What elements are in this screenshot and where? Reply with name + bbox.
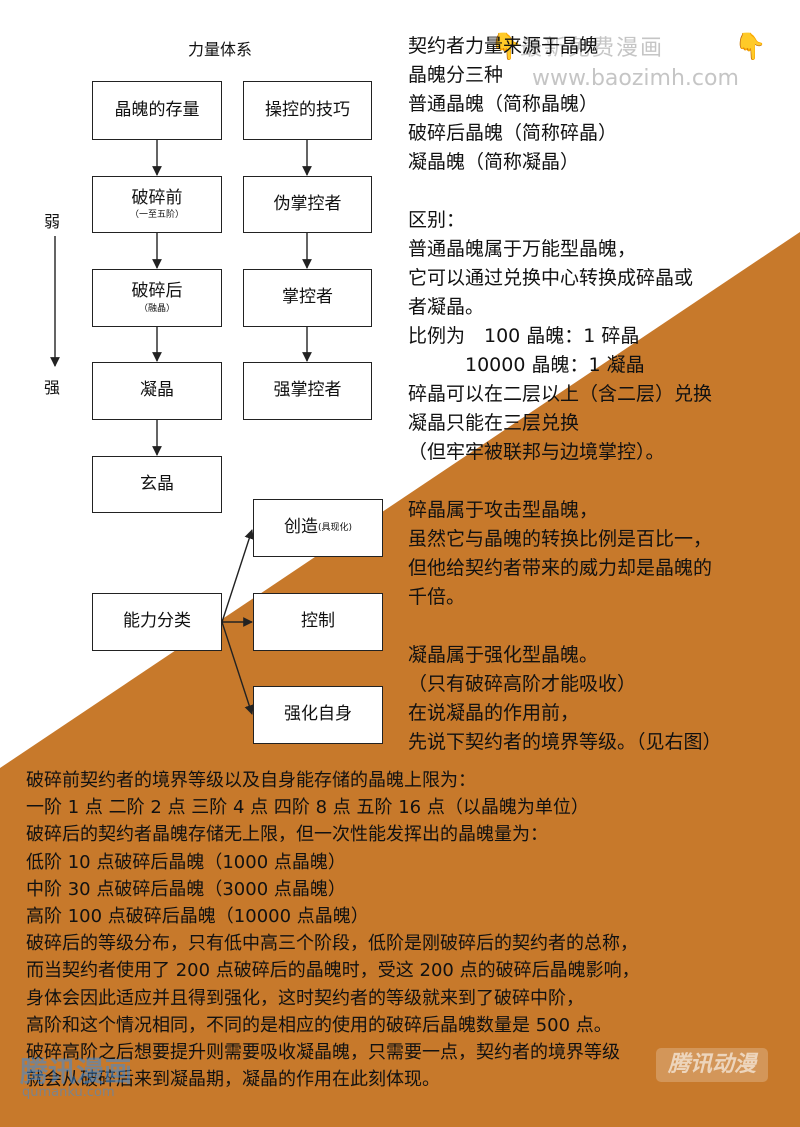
box-ability-classification: 能力分类: [92, 593, 222, 651]
watermark-url: qumanku.com: [22, 1085, 115, 1100]
text-line: 普通晶魄属于万能型晶魄，: [408, 238, 637, 260]
diagram-title: 力量体系: [188, 40, 253, 59]
text-line: 区别：: [408, 209, 466, 231]
box-label: 强化自身: [284, 704, 352, 725]
text-line: 破碎后的等级分布，只有低中高三个阶段，低阶是刚破碎后的契约者的总称，: [26, 933, 638, 955]
box-label: 能力分类: [123, 611, 191, 632]
box-label: 掌控者: [282, 287, 333, 308]
text-line: 破碎后的契约者晶魄存储无上限，但一次性能发挥出的晶魄量为：: [26, 824, 548, 846]
box-ability-control: 控制: [253, 593, 383, 651]
text-line: 在说凝晶的作用前，: [408, 702, 580, 724]
text-line: 而当契约者使用了 200 点破碎后的晶魄时，受这 200 点的破碎后晶魄影响，: [26, 960, 640, 982]
box-sub-label: （融晶）: [138, 303, 175, 314]
weak-label: 弱: [44, 212, 61, 231]
text-line: 凝晶只能在三层兑换: [408, 412, 580, 434]
watermark-logo: 腾讯动漫: [656, 1048, 768, 1082]
text-line: 就会从破碎后来到凝晶期，凝晶的作用在此刻体现。: [26, 1069, 440, 1091]
text-line: 先说下契约者的境界等级。（见右图）: [408, 731, 722, 753]
box-label: 伪掌控者: [273, 193, 342, 214]
text-line: 但他给契约者带来的威力却是晶魄的: [408, 557, 713, 579]
text-line: （只有破碎高阶才能吸收）: [408, 673, 637, 695]
box-sub-label: (具现化): [317, 522, 353, 533]
watermark-logo: 腾讯漫画: [20, 1055, 133, 1088]
text-line: 虽然它与晶魄的转换比例是百比一，: [408, 528, 713, 550]
text-line: 高阶 100 点破碎后晶魄（10000 点晶魄）: [26, 905, 369, 927]
text-line: 身体会因此适应并且得到强化，这时契约者的等级就来到了破碎中阶，: [26, 987, 584, 1009]
box-label: 强掌控者: [273, 380, 342, 401]
text-line: 碎晶属于攻击型晶魄，: [408, 499, 599, 521]
text-line: 一阶 1 点 二阶 2 点 三阶 4 点 四阶 8 点 五阶 16 点（以晶魄为…: [26, 797, 589, 819]
box-controller: 掌控者: [243, 269, 372, 327]
strong-label: 强: [44, 378, 61, 397]
box-sub-label: （一至五阶）: [129, 210, 184, 221]
box-pseudo-controller: 伪掌控者: [243, 176, 372, 233]
box-label: 创造: [283, 517, 318, 538]
right-text-block: 契约者力量来源于晶魄晶魄分三种普通晶魄（简称晶魄） 破碎后晶魄（简称碎晶） 凝晶魄（…: [408, 32, 722, 757]
pointing-hand-icon: 👇: [490, 32, 523, 62]
box-strong-controller: 强掌控者: [243, 362, 372, 420]
pointing-hand-icon: 👇: [734, 32, 767, 62]
box-label: 破碎前: [131, 187, 183, 208]
text-line: [408, 177, 722, 206]
text-line: [408, 612, 722, 641]
box-label: 破碎后: [131, 281, 183, 302]
box-ability-create: 创造 (具现化): [253, 499, 383, 557]
watermark-url: www.baozimh.com: [532, 66, 739, 91]
text-line: （但牢牢被联邦与边境掌控）。: [408, 441, 665, 463]
text-line: 碎晶可以在二层以上（含二层）兑换: [408, 383, 713, 405]
box-control-skill: 操控的技巧: [243, 81, 372, 140]
box-condensed-crystal: 凝晶: [92, 362, 222, 420]
watermark-text: 最新免费漫画: [520, 36, 665, 61]
box-post-shatter: 破碎后 （融晶）: [92, 269, 222, 327]
text-line: 凝晶属于强化型晶魄。: [408, 644, 599, 666]
box-label: 凝晶: [140, 380, 174, 401]
text-line: 契约者力量来源于晶魄: [408, 35, 599, 57]
text-line: 比例为 100 晶魄：1 碎晶: [408, 325, 640, 347]
text-line: 低阶 10 点破碎后晶魄（1000 点晶魄）: [26, 851, 346, 873]
text-line: 破碎后晶魄（简称碎晶）: [408, 122, 618, 144]
text-line: 破碎高阶之后想要提升则需要吸收凝晶魄，只需要一点，契约者的境界等级: [26, 1041, 620, 1063]
box-ability-enhance: 强化自身: [253, 686, 383, 744]
text-line: 它可以通过兑换中心转换成碎晶或: [408, 267, 694, 289]
text-line: 高阶和这个情况相同，不同的是相应的使用的破碎后晶魄数量是 500 点。: [26, 1014, 612, 1036]
box-pre-shatter: 破碎前 （一至五阶）: [92, 176, 222, 233]
box-label: 晶魄的存量: [114, 99, 200, 120]
text-line: 中阶 30 点破碎后晶魄（3000 点晶魄）: [26, 878, 346, 900]
box-mystic-crystal: 玄晶: [92, 456, 222, 513]
box-label: 玄晶: [140, 473, 174, 494]
box-label: 控制: [301, 611, 335, 632]
bottom-text-block: 破碎前契约者的境界等级以及自身能存储的晶魄上限为： 一阶 1 点 二阶 2 点 三…: [26, 767, 640, 1093]
text-line: 普通晶魄（简称晶魄）: [408, 93, 599, 115]
box-crystal-amount: 晶魄的存量: [92, 81, 222, 140]
text-line: 晶魄分三种: [408, 64, 504, 86]
text-line: 千倍。: [408, 586, 466, 608]
box-label: 操控的技巧: [265, 99, 350, 120]
watermark-panel: [470, 22, 780, 104]
text-line: 者凝晶。: [408, 296, 485, 318]
text-line: 凝晶魄（简称凝晶）: [408, 151, 580, 173]
text-line: 10000 晶魄：1 凝晶: [408, 354, 645, 376]
text-line: [408, 467, 722, 496]
text-line: 破碎前契约者的境界等级以及自身能存储的晶魄上限为：: [26, 770, 476, 791]
